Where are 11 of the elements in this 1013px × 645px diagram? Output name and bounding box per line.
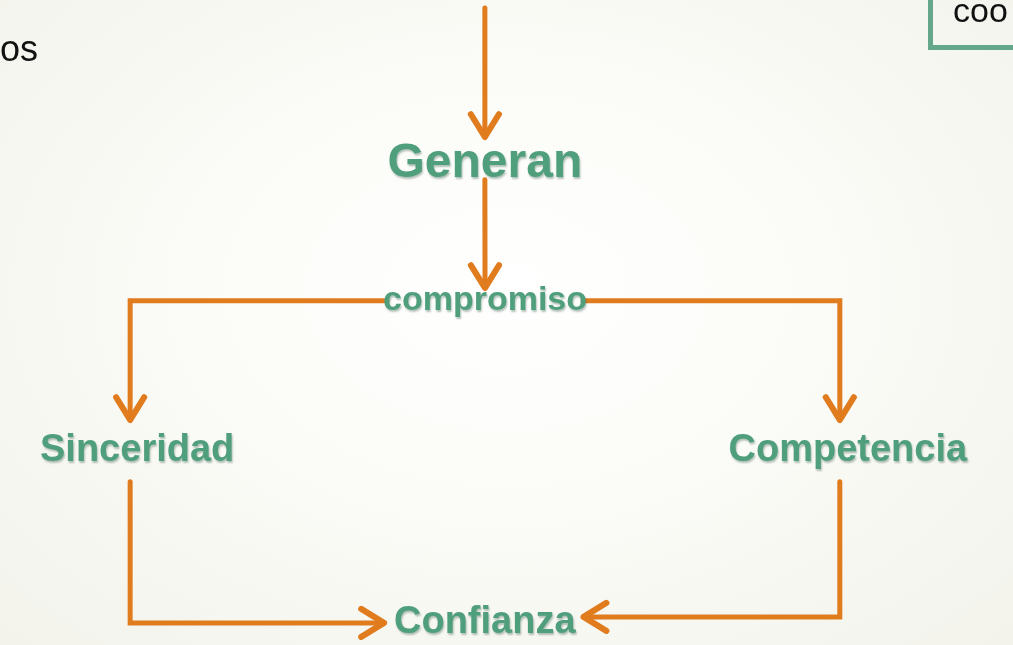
arrow xyxy=(467,5,502,141)
heading-text: Generan xyxy=(387,135,583,188)
concept-text: Competencia xyxy=(728,428,968,470)
partial-text: os xyxy=(0,28,39,70)
text-box: coo xyxy=(928,0,1013,50)
arrow xyxy=(127,479,388,640)
concept-text: compromiso xyxy=(383,280,588,318)
concept-text: Sinceridad xyxy=(40,428,235,470)
arrow xyxy=(580,479,843,634)
concept-text: Confianza xyxy=(394,600,576,642)
arrow xyxy=(467,177,503,292)
